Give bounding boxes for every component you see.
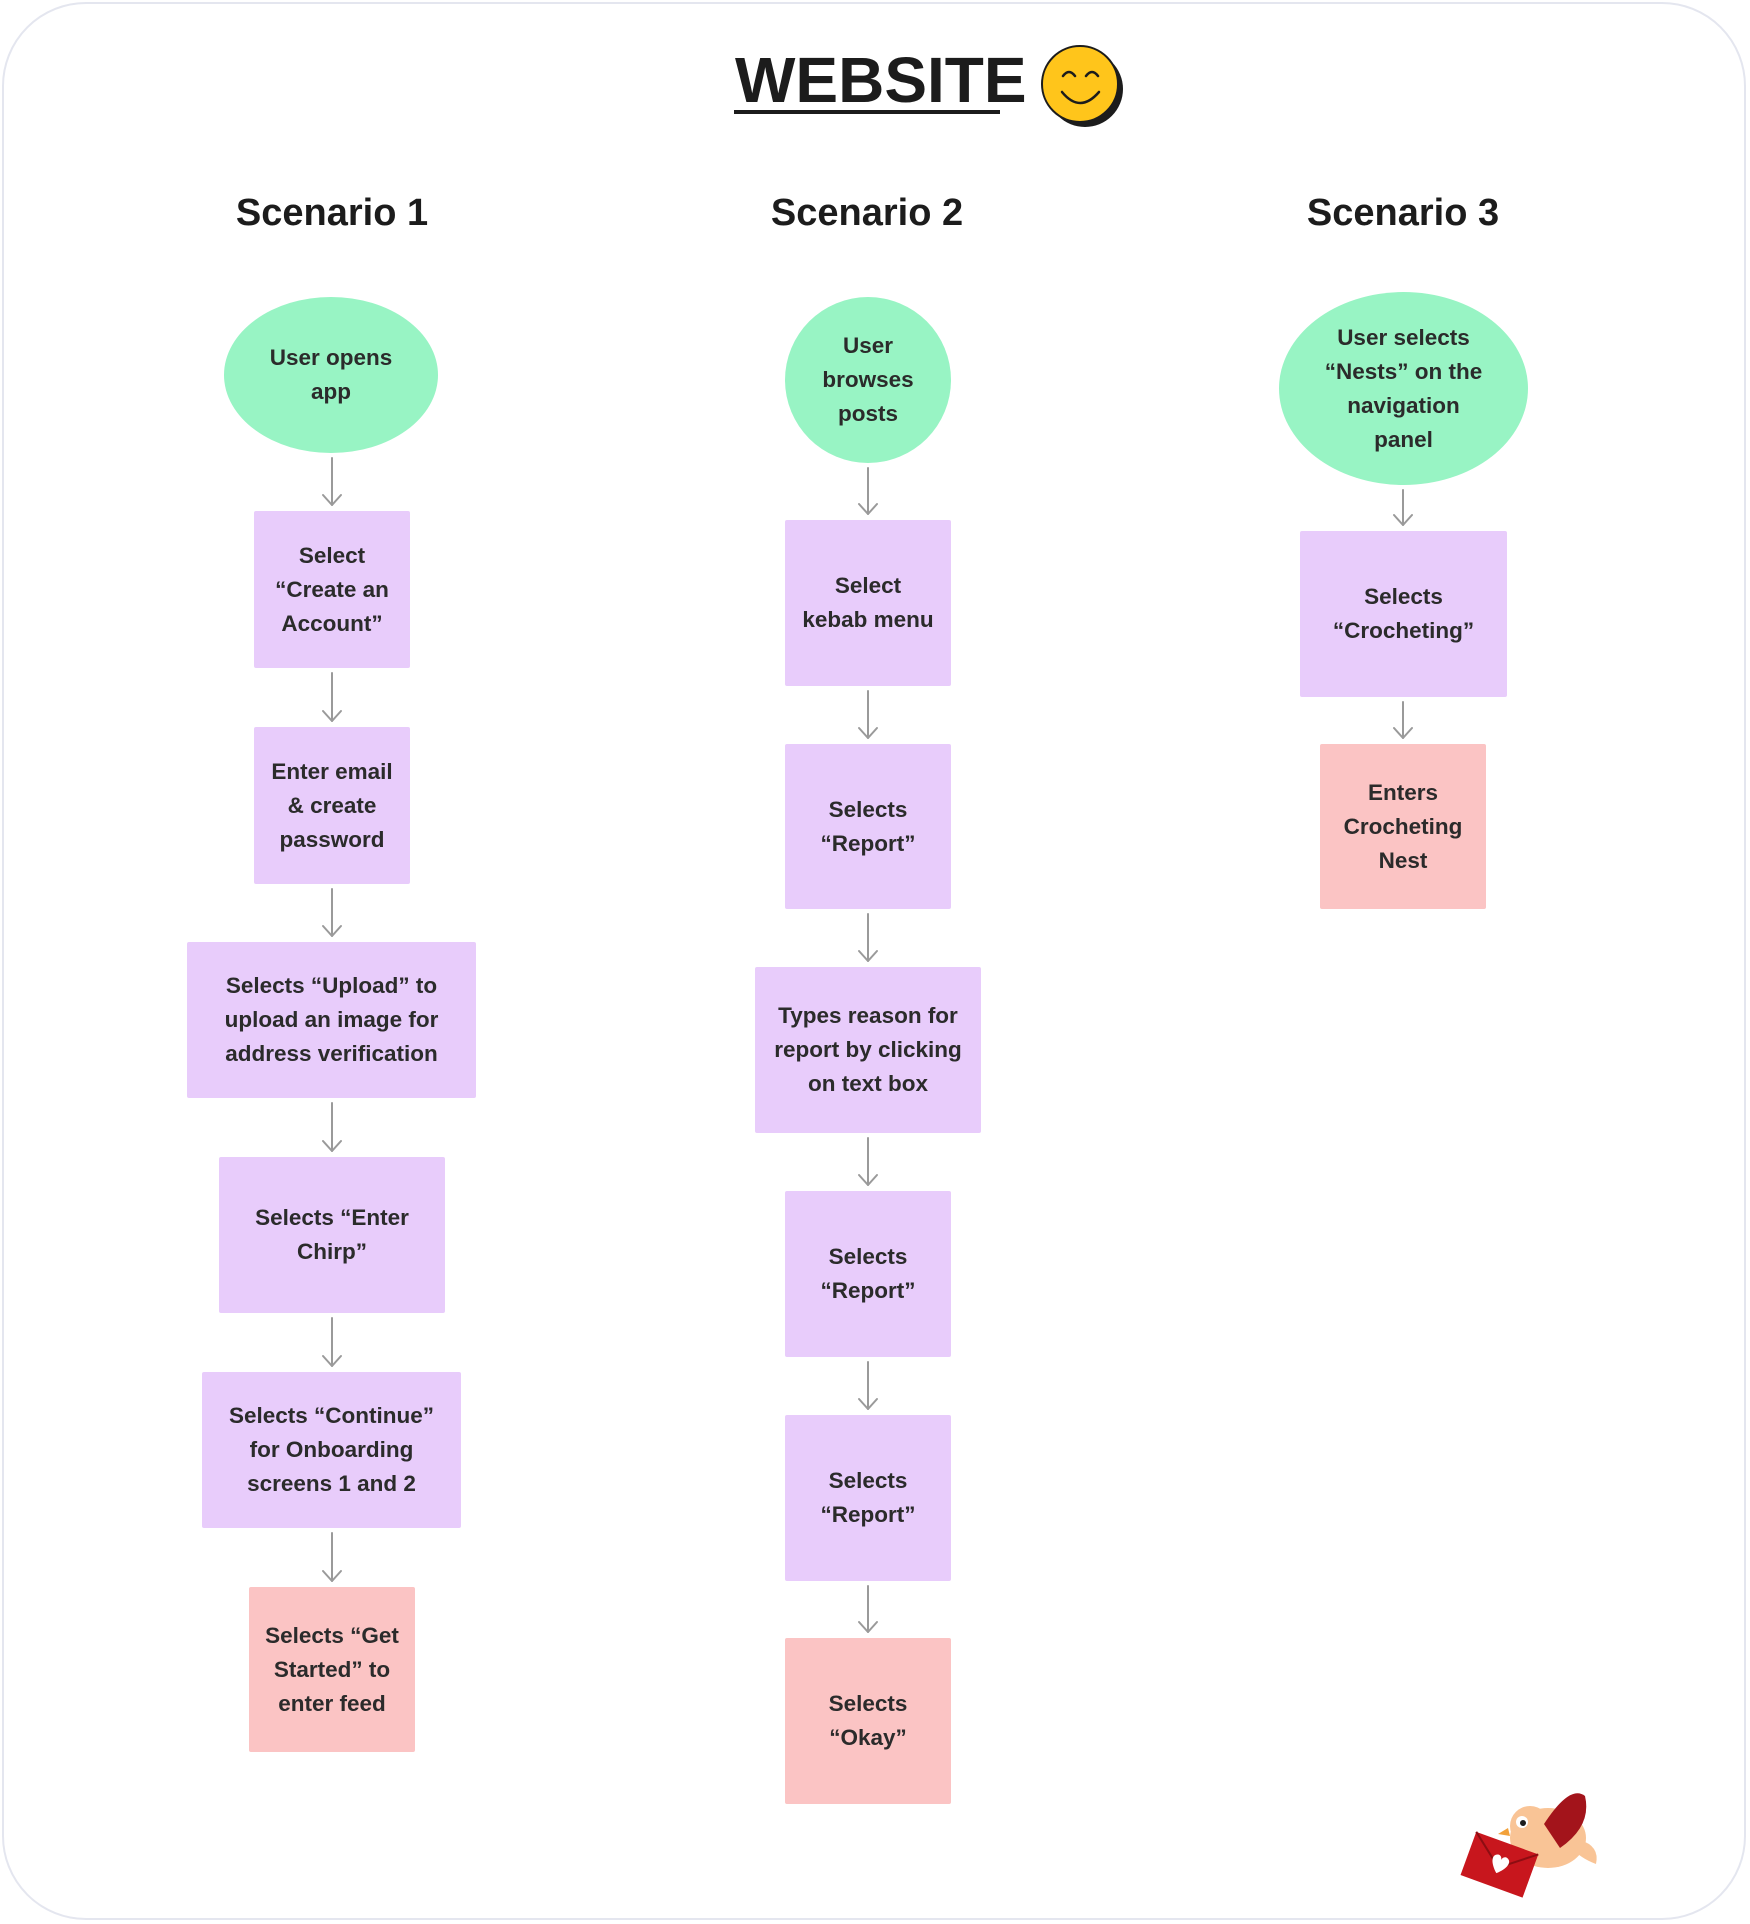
scenario-1-start-node: User opens app <box>224 297 438 453</box>
smiley-face-icon <box>1041 45 1123 127</box>
scenario-1-end-node: Selects “Get Started” to enter feed <box>249 1587 415 1752</box>
bird-with-love-letter-icon <box>1460 1793 1597 1898</box>
scenario-2-step-report-3: Selects “Report” <box>785 1415 951 1581</box>
arrow-s2-6 <box>858 1585 878 1633</box>
arrow-s2-2 <box>858 690 878 739</box>
scenario-2-step-report-2: Selects “Report” <box>785 1191 951 1357</box>
scenario-2-step-type-reason: Types reason for report by clicking on t… <box>755 967 981 1133</box>
arrow-s1-2 <box>322 672 342 722</box>
arrow-s2-3 <box>858 913 878 962</box>
scenario-2-step-kebab-menu: Select kebab menu <box>785 520 951 686</box>
arrow-s1-1 <box>322 457 342 506</box>
arrow-s2-1 <box>858 467 878 515</box>
arrow-s1-3 <box>322 888 342 937</box>
scenario-1-step-enter-chirp: Selects “Enter Chirp” <box>219 1157 445 1313</box>
scenario-2-step-report-1: Selects “Report” <box>785 744 951 909</box>
scenario-1-step-upload: Selects “Upload” to upload an image for … <box>187 942 476 1098</box>
scenario-3-heading: Scenario 3 <box>1306 192 1500 234</box>
scenario-3-step-crocheting: Selects “Crocheting” <box>1300 531 1507 697</box>
title-underline <box>734 110 1000 114</box>
scenario-1-heading: Scenario 1 <box>235 192 429 234</box>
arrow-s1-5 <box>322 1317 342 1367</box>
scenario-2-end-node: Selects “Okay” <box>785 1638 951 1804</box>
arrow-s2-4 <box>858 1137 878 1186</box>
arrow-s1-6 <box>322 1532 342 1582</box>
scenario-3-end-node: Enters Crocheting Nest <box>1320 744 1486 909</box>
arrow-s3-1 <box>1393 489 1413 526</box>
arrow-s3-2 <box>1393 701 1413 739</box>
scenario-2-heading: Scenario 2 <box>770 192 964 234</box>
arrow-s2-5 <box>858 1361 878 1410</box>
page-title: WEBSITE <box>735 44 1027 116</box>
scenario-1-step-create-account: Select “Create an Account” <box>254 511 410 668</box>
scenario-3-start-node: User selects “Nests” on the navigation p… <box>1279 292 1528 485</box>
scenario-1-step-continue: Selects “Continue” for Onboarding screen… <box>202 1372 461 1528</box>
arrow-s1-4 <box>322 1102 342 1152</box>
scenario-2-start-node: User browses posts <box>785 297 951 463</box>
scenario-1-step-enter-email: Enter email & create password <box>254 727 410 884</box>
